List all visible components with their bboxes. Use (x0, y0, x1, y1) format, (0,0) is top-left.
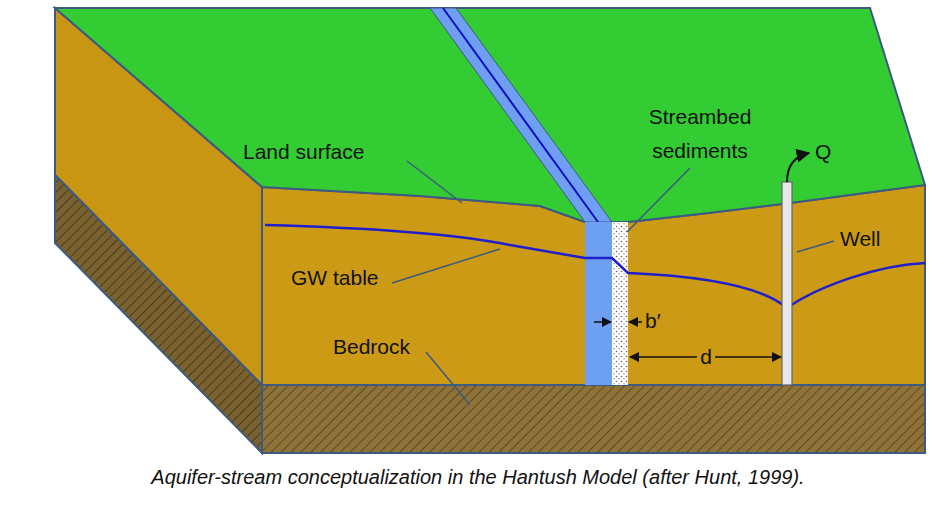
dimension-arrow (629, 321, 642, 323)
part-label: Streambed sediments (625, 100, 775, 167)
figure-caption: Aquifer-stream conceptualization in the … (151, 466, 804, 489)
part-label: Land surface (243, 139, 364, 164)
flow-symbol: Q (815, 139, 831, 164)
bedrock-front (262, 385, 925, 453)
pumping-arrow (787, 153, 809, 182)
leader-line (392, 249, 500, 283)
part-label: GW table (291, 265, 379, 290)
part-label: Well (840, 226, 880, 251)
land-surface (55, 8, 925, 222)
bedrock-side (55, 175, 262, 453)
leader-line (407, 161, 462, 203)
well-casing (782, 182, 792, 385)
dimension-label: d (697, 344, 715, 369)
dimension-label: b′ (645, 308, 661, 333)
stream-top (430, 8, 612, 222)
stream-centerline (443, 8, 598, 222)
leader-line (426, 352, 470, 405)
stream-section (585, 222, 612, 385)
leader-line (797, 241, 834, 252)
gw-table-line (265, 225, 925, 308)
dimension-arrow (594, 321, 611, 323)
part-label: Bedrock (333, 334, 410, 359)
streambed-sediments (612, 222, 628, 385)
leader-line (627, 168, 690, 232)
